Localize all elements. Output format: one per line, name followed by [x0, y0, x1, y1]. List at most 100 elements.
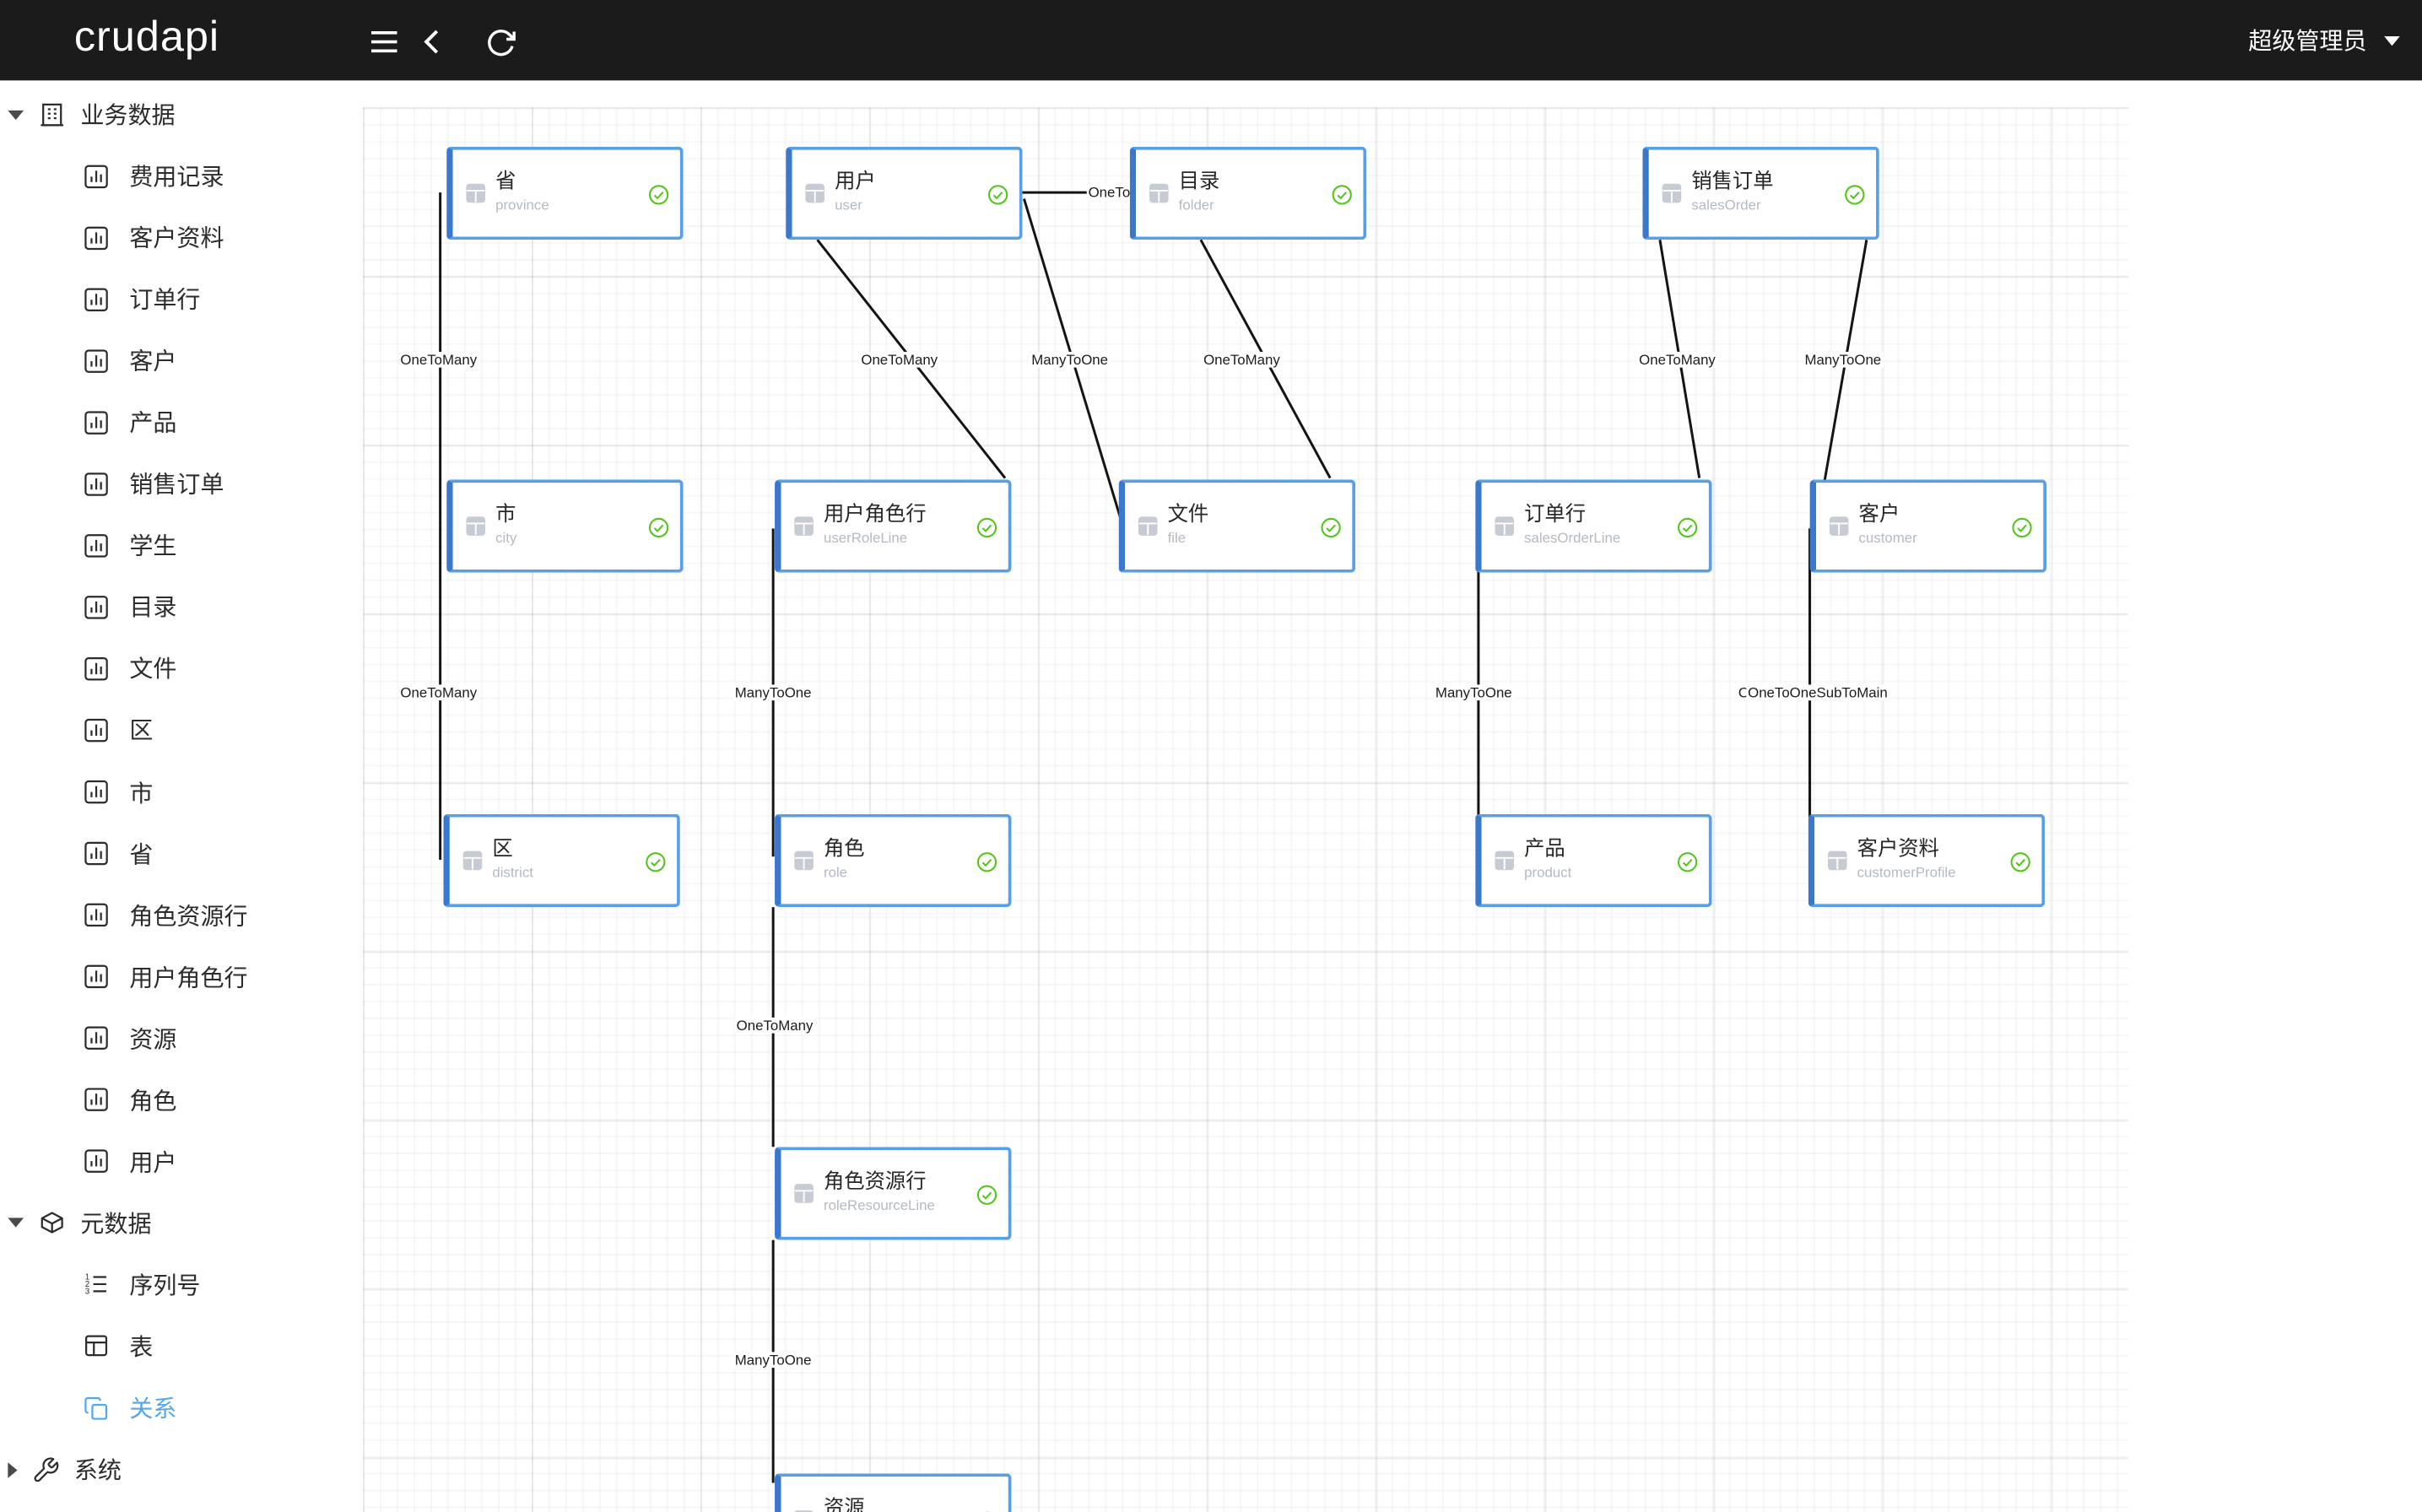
check-circle-icon [648, 517, 669, 538]
sidebar-section-business-data[interactable]: 业务数据 [0, 84, 363, 145]
bar-chart-icon [82, 1086, 111, 1115]
sidebar-item-label: 市 [129, 780, 154, 807]
entity-customerProfile[interactable]: 客户资料 customerProfile [1808, 813, 2046, 908]
sidebar-item-file[interactable]: 文件 [0, 638, 363, 699]
entity-title: 角色 [823, 835, 865, 860]
sidebar-item-userRoleLine[interactable]: 用户角色行 [0, 946, 363, 1007]
entity-title: 客户资料 [1857, 835, 1939, 860]
bar-chart-icon [82, 285, 111, 314]
edge-line[interactable] [1816, 239, 1868, 521]
entity-title: 客户 [1858, 501, 1900, 526]
check-circle-icon [646, 852, 666, 872]
table-icon [793, 1183, 814, 1203]
triangle-right-icon [8, 1461, 18, 1478]
app-logo[interactable]: crudapi [73, 12, 220, 61]
sidebar-item-label: 区 [129, 718, 154, 746]
sidebar-item-label: 关系 [129, 1396, 177, 1423]
sidebar-item-label: 省 [129, 841, 154, 869]
entity-resource[interactable]: 资源resource [775, 1473, 1012, 1512]
check-circle-icon [1677, 517, 1698, 538]
table-icon [1829, 516, 1849, 536]
sidebar-item-table[interactable]: 表 [0, 1315, 363, 1377]
entity-title: 订单行 [1524, 501, 1587, 526]
sidebar-item-customer[interactable]: 客户 [0, 330, 363, 392]
entity-subtitle: customerProfile [1857, 864, 1956, 881]
table-icon [793, 850, 814, 871]
entity-salesOrderLine[interactable]: 订单行 salesOrderLine [1475, 479, 1712, 573]
triangle-down-icon [8, 109, 24, 120]
sidebar-section-metadata[interactable]: 元数据 [0, 1192, 363, 1254]
check-circle-icon [976, 1185, 997, 1205]
entity-subtitle: file [1167, 530, 1187, 546]
entity-title: 用户 [835, 169, 876, 193]
back-icon[interactable] [414, 22, 451, 60]
sidebar-item-salesOrderLine[interactable]: 订单行 [0, 268, 363, 330]
svg-text:3: 3 [85, 1288, 90, 1297]
sidebar-item-label: 客户 [129, 348, 177, 376]
sidebar-item-label: 产品 [129, 410, 177, 438]
table-icon [1149, 183, 1169, 203]
check-circle-icon [987, 185, 1008, 205]
sidebar-item-province[interactable]: 省 [0, 823, 363, 884]
check-circle-icon [1845, 185, 1865, 205]
entity-subtitle: province [495, 197, 549, 213]
sidebar-item-role[interactable]: 角色 [0, 1069, 363, 1131]
bar-chart-icon [82, 901, 111, 930]
sidebar-item-customerProfile[interactable]: 客户资料 [0, 207, 363, 268]
sidebar-item-salesOrder[interactable]: 销售订单 [0, 453, 363, 515]
entity-subtitle: product [1524, 864, 1572, 881]
menu-icon[interactable] [365, 22, 403, 60]
table-icon [1495, 516, 1515, 536]
building-icon [38, 100, 67, 129]
sidebar-item-roleResourceLine[interactable]: 角色资源行 [0, 884, 363, 946]
bar-chart-icon [82, 778, 111, 807]
app-header: crudapi 超级管理员 [0, 0, 2422, 81]
sidebar-item-resource[interactable]: 资源 [0, 1007, 363, 1069]
sidebar-section-system[interactable]: 系统 [0, 1439, 363, 1500]
check-circle-icon [2010, 852, 2030, 872]
check-circle-icon [976, 852, 997, 872]
table-icon [1495, 850, 1515, 871]
entity-role[interactable]: 角色 role [775, 813, 1012, 908]
bar-chart-icon [82, 408, 111, 437]
sidebar-item-relation[interactable]: 关系 [0, 1377, 363, 1439]
sidebar-item-city[interactable]: 市 [0, 761, 363, 823]
table-icon [793, 516, 814, 536]
sidebar-item-folder[interactable]: 目录 [0, 576, 363, 638]
sidebar-item-label: 用户 [129, 1149, 177, 1177]
table-icon [462, 850, 483, 871]
entity-subtitle: salesOrderLine [1524, 530, 1621, 546]
caret-down-icon [2384, 36, 2400, 54]
check-circle-icon [2012, 517, 2032, 538]
entity-subtitle: district [492, 864, 533, 881]
bar-chart-icon [82, 716, 111, 745]
sidebar-item-user[interactable]: 用户 [0, 1131, 363, 1192]
sidebar-item-student[interactable]: 学生 [0, 515, 363, 576]
user-name: 超级管理员 [2248, 28, 2367, 56]
sidebar-item-district[interactable]: 区 [0, 699, 363, 761]
sidebar-item-product[interactable]: 产品 [0, 392, 363, 453]
sidebar-item-expenseRecord[interactable]: 费用记录 [0, 145, 363, 207]
entity-subtitle: role [823, 864, 848, 881]
sidebar-section-label: 系统 [73, 1457, 122, 1485]
user-menu[interactable]: 超级管理员 [2248, 0, 2400, 80]
check-circle-icon [1332, 185, 1352, 205]
refresh-icon[interactable] [481, 24, 519, 62]
table-icon [1138, 516, 1158, 536]
